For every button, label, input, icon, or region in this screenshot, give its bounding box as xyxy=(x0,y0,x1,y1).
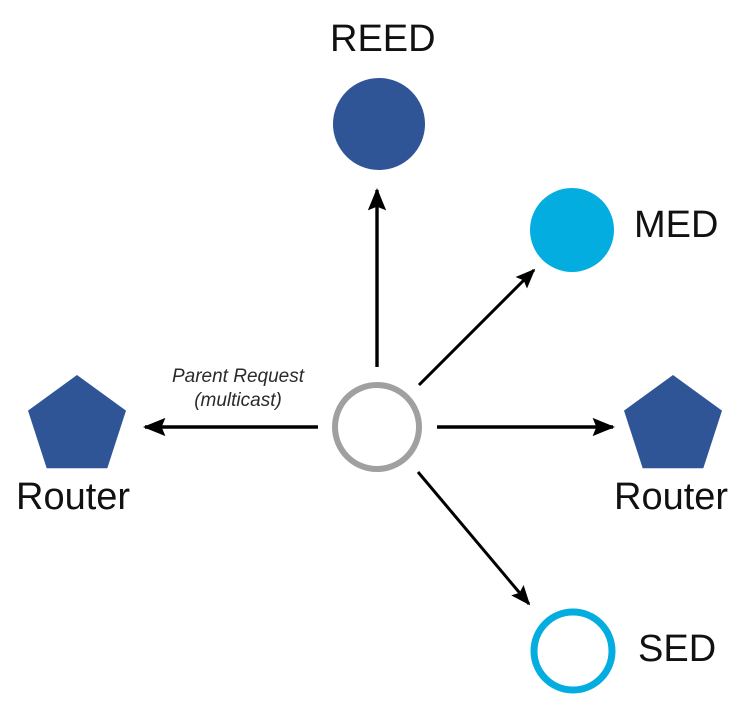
edge-group xyxy=(142,187,616,606)
edge-label-line-2: (multicast) xyxy=(194,390,282,412)
node-sed[interactable] xyxy=(530,608,616,694)
node-router-right[interactable] xyxy=(624,375,722,469)
node-label-med: MED xyxy=(634,204,719,246)
edge-label-parent-request: Parent Request (multicast) xyxy=(158,365,318,414)
node-label-reed: REED xyxy=(330,18,436,60)
node-med[interactable] xyxy=(530,188,614,272)
edge-to-sed xyxy=(416,471,531,606)
node-label-sed: SED xyxy=(638,628,717,670)
node-group xyxy=(28,78,722,694)
node-router-left[interactable] xyxy=(28,375,126,469)
node-label-router-left: Router xyxy=(16,476,131,518)
node-label-router-right: Router xyxy=(614,476,729,518)
edge-label-line-1: Parent Request xyxy=(171,366,305,387)
node-reed[interactable] xyxy=(333,78,425,170)
edge-to-med xyxy=(417,268,536,387)
node-joining-device[interactable] xyxy=(332,382,422,472)
